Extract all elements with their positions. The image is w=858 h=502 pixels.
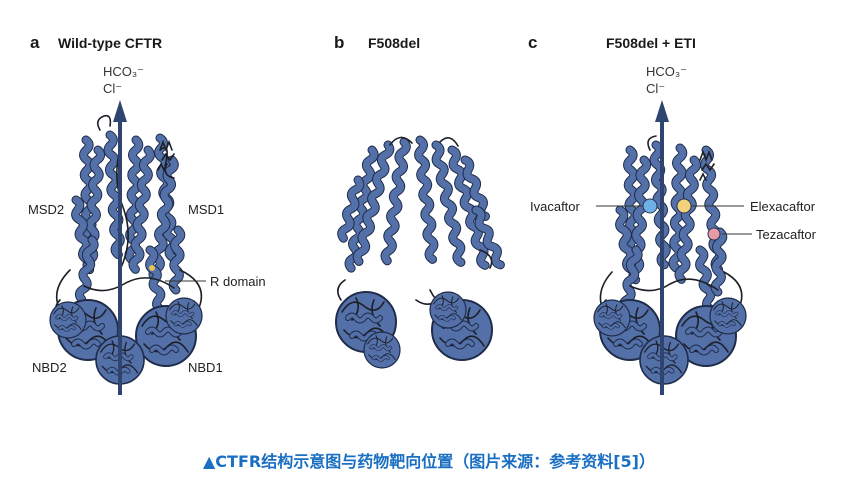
panel-a-letter: a — [30, 33, 40, 52]
panel-a-title: Wild-type CFTR — [58, 35, 162, 51]
panel-b: b F508del — [334, 33, 503, 370]
f508del-structure — [336, 137, 503, 370]
label-nbd2: NBD2 — [32, 360, 67, 375]
panel-a: a Wild-type CFTR HCO₃⁻ Cl⁻ M — [28, 33, 266, 395]
figure-caption: ▲CTFR结构示意图与药物靶向位置（图片来源：参考资料[5]） — [203, 452, 655, 471]
panel-b-letter: b — [334, 33, 344, 52]
label-ivacaftor: Ivacaftor — [530, 199, 581, 214]
wild-type-structure — [48, 114, 204, 384]
panel-c: c F508del + ETI HCO₃⁻ Cl⁻ — [528, 33, 817, 395]
elexacaftor-marker — [676, 198, 692, 214]
tezacaftor-marker — [707, 227, 721, 241]
panel-b-title: F508del — [368, 35, 420, 51]
label-tezacaftor: Tezacaftor — [756, 227, 817, 242]
ion-chloride-c: Cl⁻ — [646, 81, 665, 96]
label-msd1: MSD1 — [188, 202, 224, 217]
label-msd2: MSD2 — [28, 202, 64, 217]
f508del-eti-structure — [592, 135, 748, 384]
panel-c-letter: c — [528, 33, 537, 52]
ion-chloride-a: Cl⁻ — [103, 81, 122, 96]
label-elexacaftor: Elexacaftor — [750, 199, 816, 214]
label-r-domain: R domain — [210, 274, 266, 289]
label-nbd1: NBD1 — [188, 360, 223, 375]
ion-bicarbonate-c: HCO₃⁻ — [646, 64, 687, 79]
panel-c-title: F508del + ETI — [606, 35, 696, 51]
ion-bicarbonate-a: HCO₃⁻ — [103, 64, 144, 79]
cftr-figure: a Wild-type CFTR HCO₃⁻ Cl⁻ M — [28, 33, 817, 395]
ivacaftor-marker — [642, 198, 658, 214]
